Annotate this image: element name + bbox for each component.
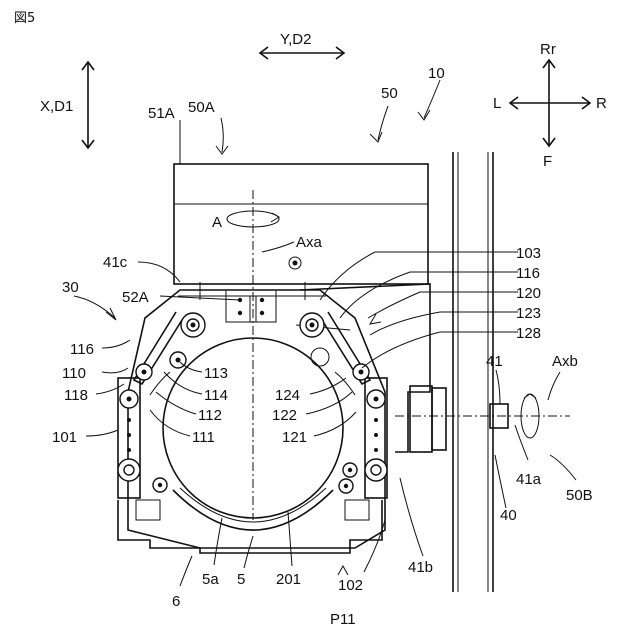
- label-128: 128: [516, 325, 541, 342]
- x-direction-arrow: [82, 62, 94, 148]
- label-110: 110: [62, 365, 86, 382]
- label-5a: 5a: [202, 571, 219, 588]
- label-118: 118: [64, 387, 88, 404]
- label-Axa: Axa: [296, 234, 323, 251]
- label-6: 6: [172, 593, 180, 610]
- right-arm-102: [335, 364, 387, 520]
- y-direction-label: Y,D2: [280, 31, 311, 48]
- carrier-frame: [128, 282, 385, 548]
- arrow-50: [370, 132, 382, 142]
- roller-top-left: [181, 313, 205, 337]
- label-112: 112: [198, 407, 222, 424]
- label-113: 113: [204, 365, 228, 382]
- label-P11: P11: [330, 611, 356, 628]
- y-direction-arrow: [260, 47, 344, 59]
- label-120: 120: [516, 285, 541, 302]
- label-116-left: 116: [70, 341, 94, 358]
- compass-r: R: [596, 95, 607, 112]
- x-direction-label: X,D1: [40, 98, 73, 115]
- compass-cross: [510, 60, 590, 146]
- figure-title: 図5: [14, 11, 35, 26]
- label-50A: 50A: [188, 99, 215, 116]
- compass-l: L: [493, 95, 501, 112]
- label-41: 41: [486, 353, 503, 370]
- label-41a: 41a: [516, 471, 542, 488]
- label-116-right: 116: [516, 265, 540, 282]
- frame-rail: [453, 152, 493, 592]
- label-102: 102: [338, 577, 363, 594]
- label-52A: 52A: [122, 289, 149, 306]
- label-50B: 50B: [566, 487, 593, 504]
- label-5: 5: [237, 571, 245, 588]
- arrow-p11: [338, 566, 348, 575]
- label-122: 122: [272, 407, 297, 424]
- arrow-10: [418, 110, 430, 120]
- label-114: 114: [204, 387, 228, 404]
- label-41b: 41b: [408, 559, 433, 576]
- label-41c: 41c: [103, 254, 128, 271]
- label-A: A: [212, 214, 222, 231]
- label-30: 30: [62, 279, 79, 296]
- label-40: 40: [500, 507, 517, 524]
- label-101: 101: [52, 429, 77, 446]
- label-50: 50: [381, 85, 398, 102]
- label-201: 201: [276, 571, 301, 588]
- label-121: 121: [282, 429, 307, 446]
- label-Axb: Axb: [552, 353, 578, 370]
- label-124: 124: [275, 387, 300, 404]
- side-bracket: [300, 284, 446, 452]
- compass-rr: Rr: [540, 41, 556, 58]
- label-103: 103: [516, 245, 541, 262]
- roller-top-right: [300, 313, 324, 337]
- label-10: 10: [428, 65, 445, 82]
- label-51A: 51A: [148, 105, 175, 122]
- label-111: 111: [192, 429, 215, 446]
- label-123: 123: [516, 305, 541, 322]
- compass-f: F: [543, 153, 552, 170]
